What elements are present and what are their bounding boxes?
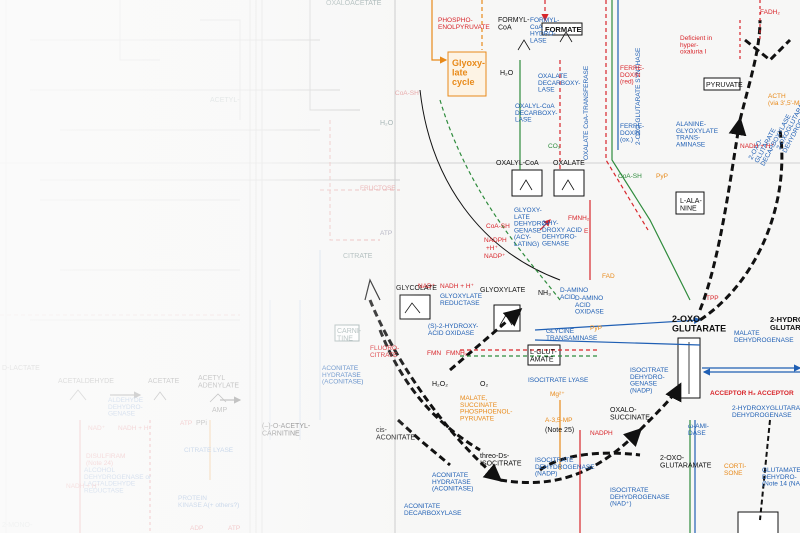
hydroxyglutarate-dh-label: 2-HYDROXYGLUTARATEDEHYDROGENASE: [732, 405, 800, 419]
pyp-label: PyP: [656, 173, 668, 180]
fmnh2-label-2: FMNH₂: [568, 215, 590, 222]
oxalo-box[interactable]: [737, 511, 779, 533]
nadph-label: NADPH: [484, 237, 507, 244]
l-glutamate-label: L-GLUT-AMATE: [530, 349, 558, 363]
isocitrate-lyase-label: ISOCITRATE LYASE: [528, 377, 589, 384]
atp-faint-label: ATP: [380, 230, 392, 237]
coa-sh-faint-label: CoA-SH: [395, 90, 419, 97]
e-mark: E: [584, 228, 589, 235]
cortisone-label: CORTI-SONE: [724, 463, 746, 477]
mg-label: Mg²⁺: [550, 391, 565, 398]
o2-label: O₂: [480, 381, 488, 388]
tpp-label: TPP: [706, 295, 719, 302]
glyoxylate-box[interactable]: [493, 304, 521, 332]
atp-label: ATP: [180, 420, 192, 427]
pyp-label-2: PyP: [590, 325, 602, 332]
oxalate-label: OXALATE: [553, 160, 585, 167]
fructose-label: FRUCTOSE: [360, 185, 396, 192]
mono-label: 2-MONO-: [2, 522, 33, 529]
fmn-label: FMN: [427, 350, 441, 357]
acth-label: ACTH(via 3',5'-MP): [768, 93, 800, 107]
hydroxy-acid-oxidase-label: (S)-2-HYDROXY-ACID OXIDASE: [428, 323, 478, 337]
2-hydroxyglutarate-label: 2-HYDROGLUTARA: [770, 315, 800, 332]
acetaldehyde-label: ACETALDEHYDE: [58, 378, 114, 385]
adp-label: ADP: [190, 525, 203, 532]
ppi-label: PPi: [196, 420, 207, 427]
h2o-label: H₂O: [500, 70, 514, 77]
citrate-lyase-label: CITRATE LYASE: [184, 447, 234, 454]
oxalosuccinate-label: OXALO-SUCCINATE: [610, 407, 650, 421]
acetyl-coa-label: ACETYL-: [210, 97, 240, 104]
coa-sh-label-1: CoA-SH: [486, 223, 510, 230]
nadh-label-2: NADH + H⁺: [740, 143, 775, 150]
acetate-label: ACETATE: [148, 378, 180, 385]
glyoxylate-label: GLYOXYLATE: [480, 287, 526, 294]
h-plus-label: +H⁺: [486, 245, 498, 252]
background-blue-lines: [269, 250, 321, 440]
co2-label: CO₂: [548, 143, 561, 150]
formyl-coa-label: FORMYL-CoA: [498, 17, 530, 31]
a35mp-label: A-3,5-MP: [545, 417, 572, 424]
disulfiram-label: DISULFIRAM(Note 24): [86, 453, 125, 467]
fadh2-label: FADH₂: [760, 9, 780, 16]
amidase-label: ω-AMI-DASE: [688, 423, 709, 437]
coa-sh-label-2: CoA-SH: [618, 173, 642, 180]
citrate-label: CITRATE: [343, 253, 373, 260]
nadh-label-4: NADH + H⁺: [118, 425, 153, 432]
2-oxoglutarate-label: 2-OXO-GLUTARATE: [672, 314, 726, 334]
oxalyl-coa-label: OXALYL-CoA: [496, 160, 539, 167]
nad-plus-label: NAD⁺: [418, 283, 436, 290]
amp-label: AMP: [212, 407, 228, 414]
note25-label: (Note 25): [545, 427, 574, 434]
atp-label-2: ATP: [228, 525, 240, 532]
h2o-faint-label: H₂O: [380, 120, 394, 127]
oxoglutaramate-label: 2-OXO-GLUTARAMATE: [660, 455, 712, 469]
nadh-label: NADH + H⁺: [440, 283, 475, 290]
nadp-plus-label: NADP⁺: [484, 253, 506, 260]
h2o2-label: H₂O₂: [432, 381, 448, 388]
fluorocitrate-label: FLUORO-CITRATE: [370, 345, 399, 359]
background-red-lines: [0, 120, 400, 316]
nad-plus-label-2: NAD⁺: [88, 425, 106, 432]
phosphoenolpyruvate-label: PHOSPHO-ENOLPYRUVATE: [438, 17, 490, 31]
oxaloacetate-label: OXALOACETATE: [326, 0, 382, 7]
oxalate-box[interactable]: [553, 169, 585, 197]
oxalate-coa-transferase-label: OXALATE CoA-TRANSFERASE: [583, 65, 590, 160]
nadph-label-2: NADPH: [590, 430, 613, 437]
fad-label: FAD: [602, 273, 615, 280]
oxalyl-coa-box[interactable]: [511, 169, 543, 197]
acetylcarnitine-label: (–)-O-ACETYL-CARNITINE: [262, 423, 311, 437]
d-lactate-label: D-LACTATE: [2, 365, 40, 372]
isocitrate-label: threo-Ds-ISOCITRATE: [480, 453, 522, 467]
fmnh2-label: FMNH₂: [446, 350, 468, 357]
acceptor-label: ACCEPTOR H₂ ACCEPTOR: [710, 390, 794, 397]
pyruvate-label: PYRUVATE: [706, 82, 743, 89]
nadh-label-3: NADH + H⁺: [66, 483, 101, 490]
nh3-label: NH₃: [538, 290, 551, 297]
